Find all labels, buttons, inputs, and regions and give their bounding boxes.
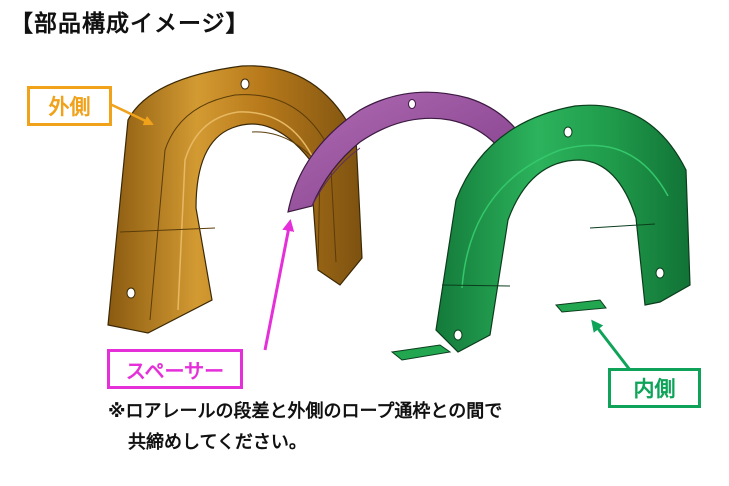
installation-note: ※ロアレールの段差と外側のロープ通枠との間で 共締めしてください。	[108, 396, 502, 458]
spacer-label: スペーサー	[107, 349, 243, 389]
note-line-2: 共締めしてください。	[128, 432, 307, 453]
inner-label: 内側	[608, 368, 701, 408]
note-line-1: ※ロアレールの段差と外側のロープ通枠との間で	[108, 401, 503, 422]
spacer-arrow	[263, 219, 295, 351]
inner-arrow	[591, 319, 632, 371]
inner-part	[390, 104, 691, 361]
outer-arrow	[109, 102, 154, 126]
page-title: 【部品構成イメージ】	[10, 11, 250, 37]
outer-part	[107, 65, 363, 334]
outer-label: 外側	[27, 86, 112, 126]
